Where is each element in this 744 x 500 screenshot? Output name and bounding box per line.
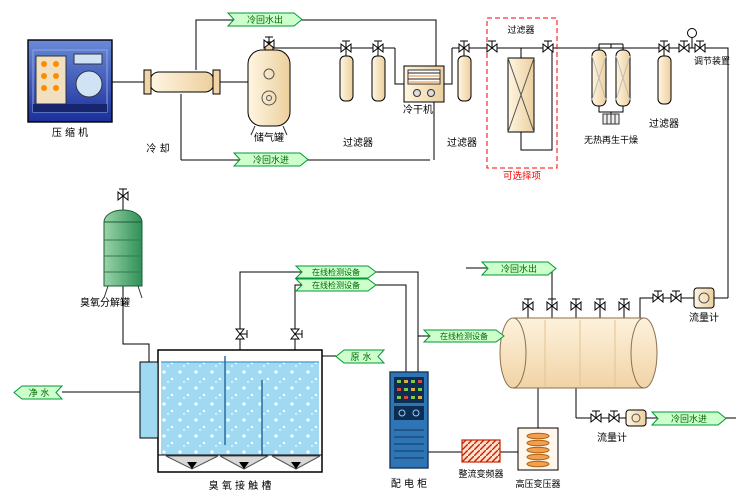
banner-cw-out-top: 冷回水出 xyxy=(226,12,303,27)
air-storage-tank: 储气罐 xyxy=(247,41,291,144)
optional-note: 可选择项 xyxy=(503,170,542,182)
power-distribution-cabinet: 配 电 柜 xyxy=(389,371,429,490)
banner-raw-water: 原 水 xyxy=(335,349,386,364)
refrigerated-dryer: 冷干机 xyxy=(403,65,445,116)
regulator-label: 调节装置 xyxy=(694,55,730,67)
cw-out-right-label: 冷回水出 xyxy=(501,263,537,275)
ozone-destructor-label: 臭氧分解罐 xyxy=(80,296,130,309)
banner-cw-in-top: 冷回水进 xyxy=(232,152,309,167)
storage-tank-label: 储气罐 xyxy=(254,131,284,144)
cw-in-top-label: 冷回水进 xyxy=(253,154,289,166)
ozone-generator xyxy=(499,317,658,389)
banner-online-detector-3: 在线检测设备 xyxy=(422,329,505,343)
flow-meter-bottom: 流量计 xyxy=(597,409,647,444)
filters-duplex: 过滤器 xyxy=(339,55,386,149)
online-detector-3-label: 在线检测设备 xyxy=(440,331,488,341)
optional-filter-label: 过滤器 xyxy=(507,24,534,36)
compressor-label: 压 缩 机 xyxy=(52,126,88,139)
contact-tank-label: 臭 氧 接 触 槽 xyxy=(209,479,272,492)
raw-water-label: 原 水 xyxy=(351,351,372,363)
banner-cw-out-right: 冷回水出 xyxy=(480,261,557,276)
flow-meter-right-label: 流量计 xyxy=(689,311,719,324)
optional-filter-box: 过滤器 可选择项 xyxy=(486,17,558,182)
filter-a-label: 过滤器 xyxy=(343,136,373,149)
banner-cw-in-bottom: 冷回水进 xyxy=(650,411,727,426)
cooling-label: 冷 却 xyxy=(146,142,169,155)
cold-dryer-label: 冷干机 xyxy=(403,103,433,116)
pressure-regulator: 调节装置 xyxy=(687,28,730,67)
clean-water-label: 净 水 xyxy=(29,387,50,399)
final-filter: 过滤器 xyxy=(649,55,679,130)
power-cabinet-label: 配 电 柜 xyxy=(391,477,427,490)
filter-b-label: 过滤器 xyxy=(447,136,477,149)
cw-out-top-label: 冷回水出 xyxy=(247,14,283,26)
online-detector-2-label: 在线检测设备 xyxy=(312,280,360,290)
filter-c-label: 过滤器 xyxy=(649,117,679,130)
air-compressor: 压 缩 机 xyxy=(27,39,113,139)
ozone-contact-tank: 臭 氧 接 触 槽 xyxy=(139,349,323,492)
flow-meter-bottom-label: 流量计 xyxy=(597,431,627,444)
cw-in-bottom-label: 冷回水进 xyxy=(671,413,707,425)
banner-online-detector-2: 在线检测设备 xyxy=(294,278,377,292)
rectifier-inverter: 整流变频器 xyxy=(458,439,504,480)
ozone-destructor-tank: 臭氧分解罐 xyxy=(80,209,143,309)
rectifier-label: 整流变频器 xyxy=(458,468,503,480)
hv-transformer-label: 高压变压器 xyxy=(515,478,560,490)
online-detector-1-label: 在线检测设备 xyxy=(312,267,360,277)
heatless-regen-dryer: 无热再生干燥 xyxy=(584,49,638,146)
filter-after-dryer: 过滤器 xyxy=(447,55,477,149)
hv-transformer: 高压变压器 xyxy=(515,427,561,490)
after-cooler: 冷 却 xyxy=(143,69,221,155)
banner-clean-water: 净 水 xyxy=(13,385,64,400)
flow-meter-right: 流量计 xyxy=(689,287,719,324)
banner-online-detector-1: 在线检测设备 xyxy=(294,265,377,279)
heatless-dryer-label: 无热再生干燥 xyxy=(584,134,638,146)
